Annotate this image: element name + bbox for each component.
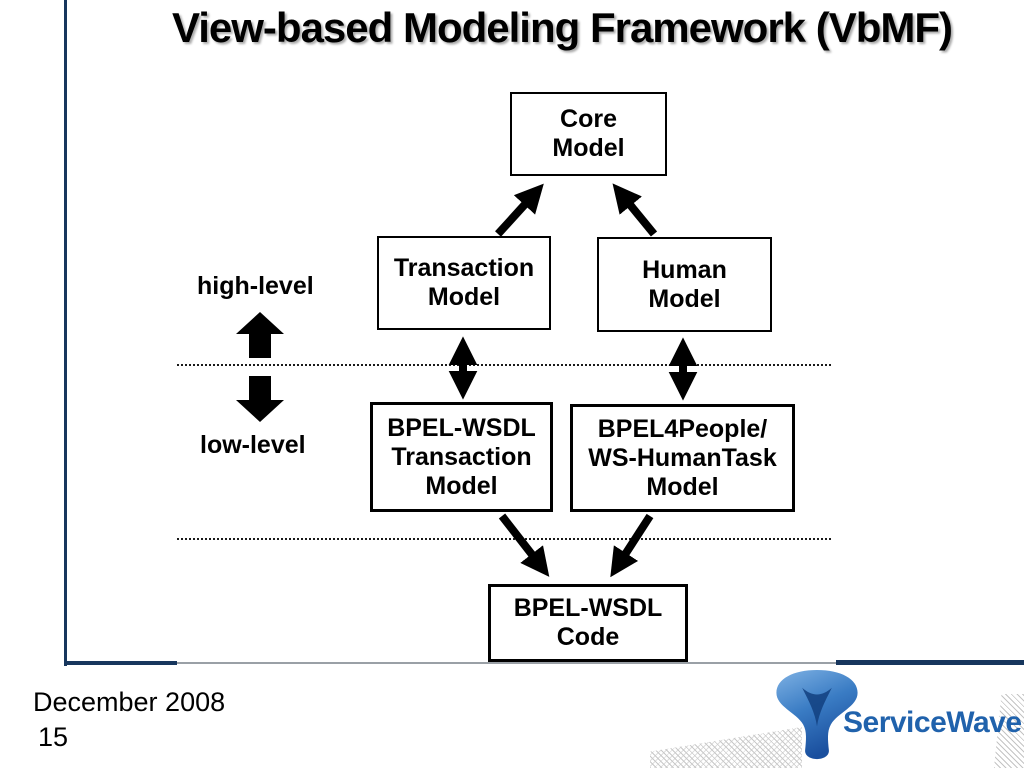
box-human-model: Human Model [597, 237, 772, 332]
low-level-label: low-level [200, 431, 306, 459]
box-bpel-wsdl-code: BPEL-WSDL Code [488, 584, 688, 662]
high-level-label: high-level [197, 272, 314, 300]
box-label-line: Model [648, 284, 721, 313]
arrow-transaction-to-core [495, 183, 544, 237]
box-label-line: Transaction [391, 442, 532, 471]
page-title: View-based Modeling Framework (VbMF) [171, 4, 953, 51]
down-block-arrow-icon [236, 376, 284, 422]
funnel-icon [776, 669, 858, 760]
footer-page-number: 15 [38, 722, 69, 752]
slide-left-border-line [64, 0, 67, 666]
box-core-model: Core Model [510, 92, 667, 176]
bottom-border-gray [177, 662, 836, 664]
arrow-bpel-transaction-to-code [498, 513, 550, 577]
box-label-line: BPEL-WSDL [513, 594, 663, 622]
box-label-line: Human [642, 255, 727, 284]
box-transaction-model: Transaction Model [377, 236, 551, 330]
box-label-line: Model [425, 471, 498, 500]
box-label-line: Model [552, 134, 625, 162]
box-label-line: Model [646, 472, 719, 501]
bottom-border-navy-left [64, 661, 177, 665]
box-label-line: Transaction [393, 254, 535, 282]
dotted-separator-bottom [177, 538, 831, 540]
box-label-line: WS-HumanTask [588, 443, 777, 472]
box-label-line: BPEL4People/ [597, 414, 768, 443]
box-label-line: Model [427, 283, 501, 311]
box-label-line: Core [560, 105, 617, 133]
arrow-human-to-core [612, 183, 658, 237]
up-block-arrow-icon [236, 312, 284, 358]
box-label-line: BPEL-WSDL [387, 413, 536, 442]
box-bpel-wsdl-transaction-model: BPEL-WSDL Transaction Model [370, 402, 553, 512]
footer-date: December 2008 [33, 687, 226, 717]
box-bpel4people-ws-humantask-model: BPEL4People/ WS-HumanTask Model [570, 404, 795, 512]
arrow-bpel4people-to-code [610, 513, 654, 578]
bottom-border-navy-right [836, 660, 1024, 665]
box-label-line: Code [556, 623, 620, 651]
dotted-separator-top [177, 364, 831, 366]
servicewave-wordmark: ServiceWave [843, 706, 1022, 739]
